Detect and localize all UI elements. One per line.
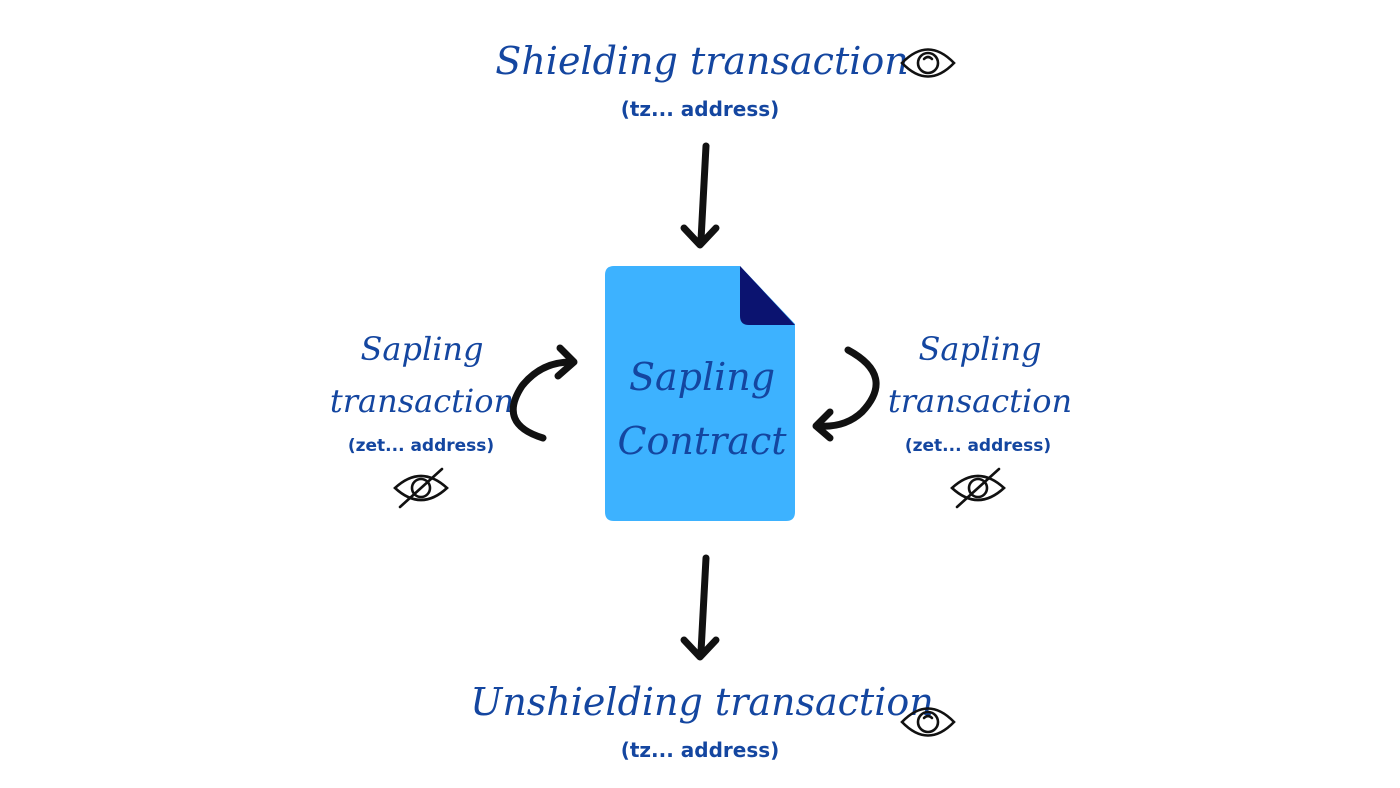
shielding-subtitle: (tz... address) [621,97,780,121]
left-sapling-title-line1: Sapling [360,330,483,368]
curved-arrow-icon [812,346,880,442]
eye-slash-icon [393,467,449,509]
curved-arrow-icon [509,344,578,442]
contract-label-line2: Contract [617,419,787,463]
contract-label-line1: Sapling [629,355,775,399]
arrow-down-icon [680,554,720,661]
unshielding-subtitle: (tz... address) [621,738,780,762]
right-sapling-title-line2: transaction [888,382,1072,420]
arrow-down-icon [680,142,720,249]
right-sapling-title-line1: Sapling [918,330,1041,368]
left-sapling-title-line2: transaction [330,382,514,420]
eye-icon [900,707,956,737]
eye-slash-icon [950,467,1006,509]
document-icon [605,266,795,521]
eye-icon [900,48,956,78]
shielding-title: Shielding transaction [495,39,908,83]
unshielding-title: Unshielding transaction [470,680,933,724]
right-sapling-subtitle: (zet... address) [905,436,1051,456]
left-sapling-subtitle: (zet... address) [348,436,494,456]
